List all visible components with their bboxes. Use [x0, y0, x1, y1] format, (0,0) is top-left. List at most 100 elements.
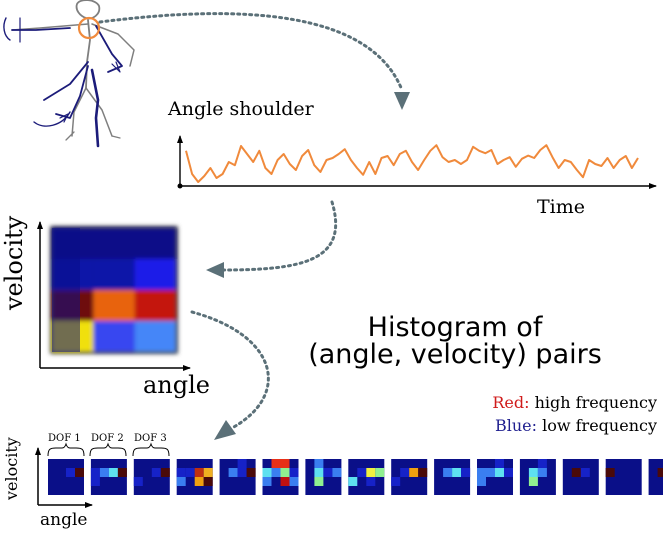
arrowhead-3: [214, 420, 236, 440]
small-histogram-cell: [528, 468, 538, 477]
dof3-brace: [132, 442, 170, 457]
signal-x-label: Time: [537, 196, 586, 218]
small-histogram-cell: [452, 468, 462, 477]
small-histogram-cell: [237, 459, 247, 468]
small-histogram-cell: [605, 468, 615, 477]
signal-title: Angle shoulder: [168, 98, 314, 120]
small-histogram-cell: [203, 477, 213, 486]
small-histogram-cell: [323, 468, 333, 477]
small-histogram: [48, 459, 84, 495]
small-histogram-cell: [504, 468, 513, 477]
big-histogram: [50, 226, 178, 354]
arrow-signal-to-histogram: [220, 200, 338, 272]
histogram-cell: [93, 321, 135, 352]
small-histogram-cell: [418, 468, 428, 477]
stick-figure: [3, 0, 135, 148]
small-histogram-cell: [117, 468, 127, 477]
small-histogram: [434, 459, 471, 495]
legend-red: Red: high frequency: [492, 395, 657, 411]
small-histogram-cell: [271, 468, 281, 477]
small-histogram-cell: [366, 468, 376, 477]
small-histogram-cell: [375, 468, 385, 477]
small-histogram-cell: [66, 468, 75, 477]
small-histogram-cell: [262, 477, 272, 486]
histogram-cell: [134, 228, 176, 259]
small-histogram: [605, 459, 642, 495]
small-histogram-cell: [90, 468, 100, 477]
small-histogram-cell: [357, 468, 367, 477]
histogram-cell: [134, 290, 176, 321]
legend-blue-key: Blue:: [494, 416, 538, 435]
small-histogram-cell: [571, 468, 581, 477]
small-histogram-cell: [194, 477, 204, 486]
small-histogram-cell: [99, 468, 109, 477]
legend-blue-desc: low frequency: [537, 416, 657, 435]
small-histogram-strip: [48, 459, 663, 495]
dof1-label: DOF 1: [48, 433, 81, 444]
small-histogram-cell: [314, 477, 324, 486]
strip-x-label: angle: [40, 510, 88, 530]
histogram-cell: [93, 228, 135, 259]
small-histogram-cell: [528, 477, 538, 486]
small-histogram-cell: [108, 468, 118, 477]
small-histogram-cell: [332, 468, 342, 477]
histogram-cell: [93, 259, 135, 290]
arrow-histogram-to-strip: [190, 310, 270, 430]
small-histogram-cell: [246, 468, 256, 477]
legend-blue: Blue: low frequency: [495, 418, 657, 434]
small-histogram: [562, 459, 599, 495]
small-histogram-cell: [151, 468, 161, 477]
small-histogram-cell: [228, 468, 238, 477]
shoulder-joint-marker: [77, 16, 101, 40]
dof1-brace: [47, 442, 85, 457]
small-histogram-cell: [495, 459, 504, 468]
small-histogram-cell: [580, 468, 590, 477]
small-histogram-cell: [160, 468, 170, 477]
strip-y-label: velocity: [2, 437, 21, 500]
small-histogram: [133, 459, 170, 495]
small-histogram: [348, 459, 385, 495]
small-histogram-cell: [461, 468, 471, 477]
small-histogram: [648, 459, 663, 495]
small-histogram-cell: [314, 459, 324, 468]
small-histogram: [305, 459, 342, 495]
dof2-brace: [89, 442, 127, 457]
small-histogram: [262, 459, 299, 495]
histogram-margin: [52, 228, 80, 352]
small-histogram-cell: [477, 477, 486, 486]
small-histogram-cell: [366, 477, 376, 486]
dof2-label: DOF 2: [91, 433, 124, 444]
small-histogram-cell: [477, 468, 486, 477]
histogram-caption: Histogram of (angle, velocity) pairs: [290, 314, 620, 368]
small-histogram-cell: [314, 468, 324, 477]
histogram-caption-line2: (angle, velocity) pairs: [308, 339, 602, 370]
dof3-label: DOF 3: [134, 433, 167, 444]
small-histogram-cell: [289, 468, 299, 477]
small-histogram: [477, 459, 513, 495]
histogram-x-label: angle: [143, 371, 211, 399]
small-histogram: [90, 459, 127, 495]
small-histogram-cell: [185, 468, 195, 477]
small-histogram: [176, 459, 213, 495]
small-histogram-cell: [657, 468, 663, 477]
legend-red-desc: high frequency: [529, 393, 657, 412]
small-histogram-cell: [537, 459, 547, 468]
small-histogram-cell: [280, 468, 290, 477]
histogram-cell: [134, 321, 176, 352]
small-histogram-cell: [237, 468, 247, 477]
arrow-shoulder-to-signal: [98, 12, 404, 92]
small-histogram-cell: [90, 477, 100, 486]
small-histogram-cell: [348, 477, 358, 486]
small-histogram: [519, 459, 556, 495]
small-histogram-cell: [271, 459, 281, 468]
small-histogram-cell: [133, 477, 143, 486]
small-histogram: [219, 459, 256, 495]
small-histogram-cell: [280, 477, 290, 486]
signal-origin: [177, 183, 183, 189]
histogram-y-label: velocity: [0, 215, 28, 310]
arrowhead-2: [206, 262, 224, 278]
small-histogram-cell: [409, 468, 419, 477]
histogram-caption-line1: Histogram of: [367, 312, 543, 343]
